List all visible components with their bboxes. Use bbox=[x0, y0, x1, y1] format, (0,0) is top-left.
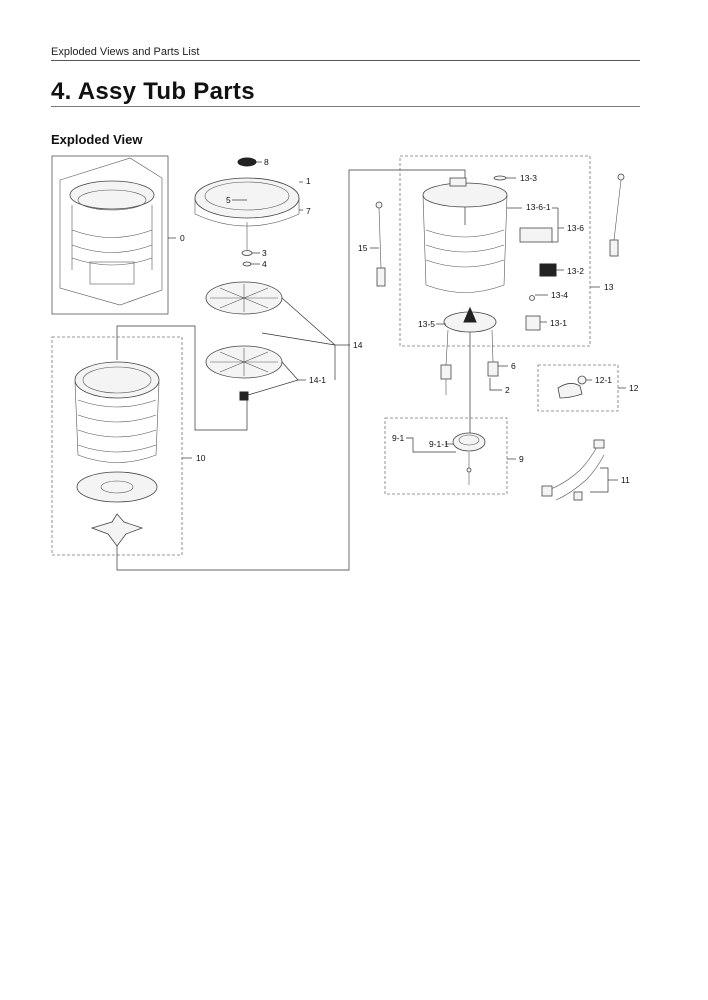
callout-9-1: 9-1 bbox=[392, 433, 405, 443]
callout-14: 14 bbox=[353, 340, 363, 350]
callout-9: 9 bbox=[519, 454, 524, 464]
title-divider bbox=[51, 106, 640, 107]
callout-14-1: 14-1 bbox=[309, 375, 326, 385]
callout-13-2: 13-2 bbox=[567, 266, 584, 276]
header-divider bbox=[51, 60, 640, 61]
callout-9-1-1: 9-1-1 bbox=[429, 439, 449, 449]
callout-13-6: 13-6 bbox=[567, 223, 584, 233]
callout-13-4: 13-4 bbox=[551, 290, 568, 300]
part-0-tub-assembly: 0 bbox=[51, 155, 185, 315]
callout-0: 0 bbox=[180, 233, 185, 243]
callout-7: 7 bbox=[306, 206, 311, 216]
callout-12: 12 bbox=[629, 383, 639, 393]
callout-3: 3 bbox=[262, 248, 267, 258]
section-header: Exploded Views and Parts List bbox=[51, 46, 200, 58]
callout-12-1: 12-1 bbox=[595, 375, 612, 385]
part-6-damper: 6 2 bbox=[440, 329, 516, 395]
part-10-spin-basket: 10 bbox=[51, 169, 466, 571]
callout-6: 6 bbox=[511, 361, 516, 371]
part-9-hub-assembly: 9-1 9-1-1 9 bbox=[384, 332, 524, 495]
callout-15: 15 bbox=[358, 243, 368, 253]
callout-2: 2 bbox=[505, 385, 510, 395]
callout-11: 11 bbox=[621, 475, 630, 485]
callout-10: 10 bbox=[196, 453, 206, 463]
callout-1: 1 bbox=[306, 176, 311, 186]
part-15-hose: 15 bbox=[358, 201, 386, 287]
callout-13-3: 13-3 bbox=[520, 173, 537, 183]
callout-13-5: 13-5 bbox=[418, 319, 435, 329]
section-subtitle: Exploded View bbox=[51, 132, 143, 147]
callout-13-6-1: 13-6-1 bbox=[526, 202, 551, 212]
part-14-pulsator: 14 14-1 bbox=[205, 281, 363, 401]
page-title: 4. Assy Tub Parts bbox=[51, 78, 255, 105]
callout-8: 8 bbox=[264, 157, 269, 167]
callout-13-1: 13-1 bbox=[550, 318, 567, 328]
part-11-wire-harness: 11 bbox=[541, 439, 630, 501]
callout-5: 5 bbox=[226, 195, 231, 205]
callout-4: 4 bbox=[262, 259, 267, 269]
part-13-side-hose bbox=[609, 173, 625, 257]
part-12-drain-connector: 12-1 12 bbox=[537, 364, 639, 412]
callout-13: 13 bbox=[604, 282, 614, 292]
part-13-outer-tub: 13-3 13-6-1 13-6 13-2 13-4 13-1 13-5 13 bbox=[399, 155, 614, 347]
part-1-tub-cover: 8 1 5 7 3 4 bbox=[194, 157, 311, 269]
